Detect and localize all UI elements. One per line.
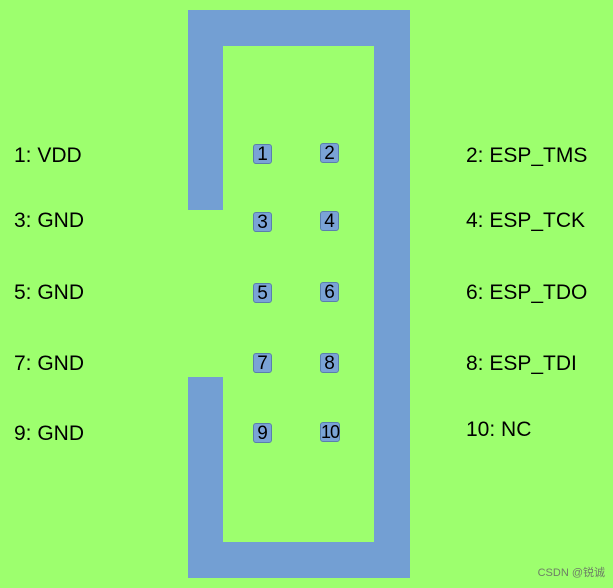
connector-shroud xyxy=(188,10,410,578)
watermark: CSDN @锐诚 xyxy=(537,567,605,579)
pin-pad-4: 4 xyxy=(320,211,339,231)
pin-label-2: 2: ESP_TMS xyxy=(466,144,588,167)
pin-pad-8: 8 xyxy=(320,353,339,373)
pin-label-9: 9: GND xyxy=(14,422,85,445)
pin-label-3: 3: GND xyxy=(14,209,85,232)
pin-label-10: 10: NC xyxy=(466,418,532,441)
pin-label-8: 8: ESP_TDI xyxy=(466,352,577,375)
pin-label-6: 6: ESP_TDO xyxy=(466,281,588,304)
pin-pad-3: 3 xyxy=(253,212,272,232)
pin-pad-1: 1 xyxy=(253,144,272,164)
pin-label-5: 5: GND xyxy=(14,281,85,304)
pin-label-1: 1: VDD xyxy=(14,144,82,167)
pin-pad-10: 10 xyxy=(320,422,340,442)
pin-pad-6: 6 xyxy=(320,282,339,302)
pin-pad-5: 5 xyxy=(253,283,272,303)
pin-pad-9: 9 xyxy=(253,423,272,443)
pin-label-4: 4: ESP_TCK xyxy=(466,209,586,232)
pin-label-7: 7: GND xyxy=(14,352,85,375)
pin-pad-7: 7 xyxy=(253,353,272,373)
pin-pad-2: 2 xyxy=(320,143,339,163)
